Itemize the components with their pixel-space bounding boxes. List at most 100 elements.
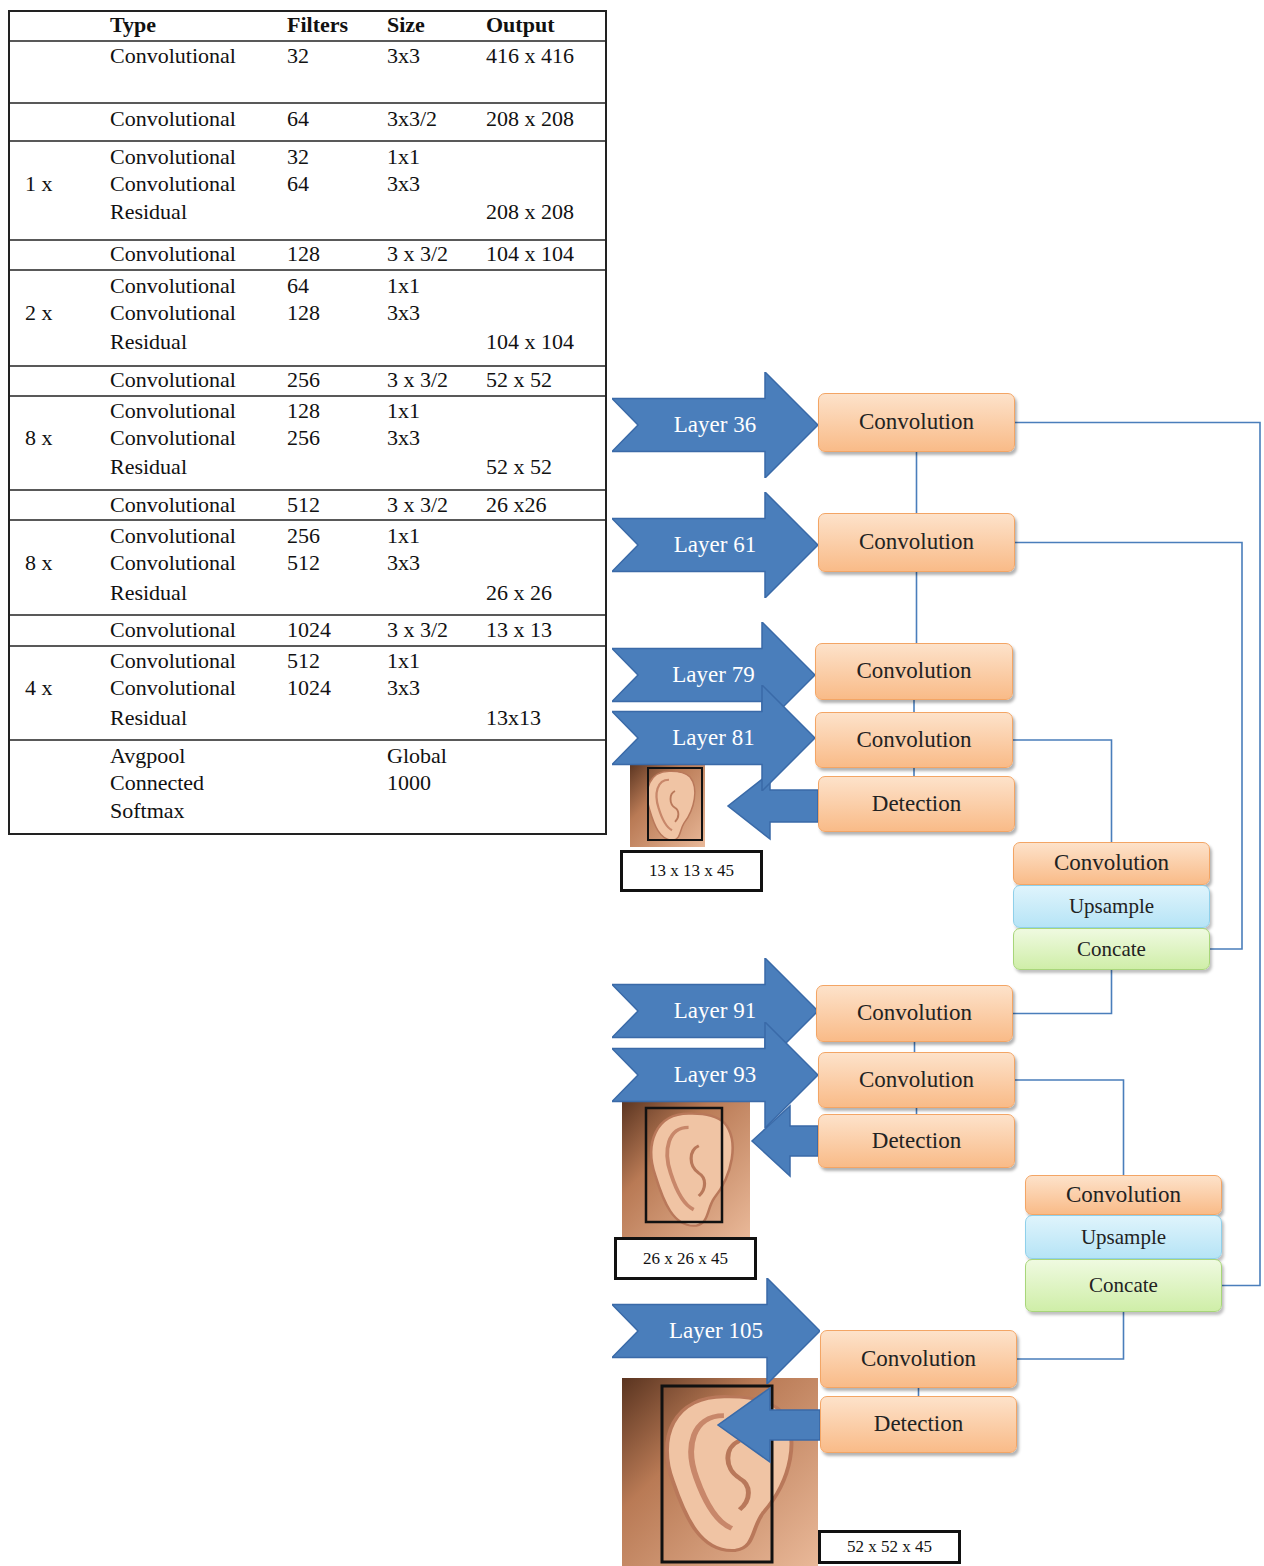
table-rule: [9, 489, 606, 491]
table-cell: 1024: [287, 675, 331, 701]
table-cell: 1024: [287, 617, 331, 643]
table-cell: Convolutional: [110, 523, 236, 549]
repeat-count: 1 x: [25, 171, 53, 197]
process-box: Convolution: [815, 712, 1013, 768]
layer-label: Layer 79: [672, 662, 754, 688]
box-label: Detection: [872, 1128, 961, 1154]
table-cell: Convolutional: [110, 425, 236, 451]
ear-photo: [622, 1378, 818, 1566]
table-cell: 128: [287, 398, 320, 424]
table-cell: 3x3: [387, 300, 420, 326]
box-label: Convolution: [1066, 1182, 1181, 1208]
table-cell: Global: [387, 743, 447, 769]
layer-arrow: Layer 93: [612, 1022, 818, 1128]
process-box: Detection: [820, 1396, 1017, 1453]
table-cell: 104 x 104: [486, 329, 574, 355]
table-cell: 26 x26: [486, 492, 547, 518]
table-cell: Residual: [110, 705, 187, 731]
connector-line: [913, 700, 915, 712]
table-cell: 104 x 104: [486, 241, 574, 267]
table-cell: 3x3: [387, 43, 420, 69]
table-header: Filters: [287, 12, 348, 38]
process-box: Convolution: [818, 393, 1015, 452]
table-cell: 128: [287, 300, 320, 326]
table-cell: 13x13: [486, 705, 541, 731]
table-cell: 3 x 3/2: [387, 617, 448, 643]
box-label: Concate: [1077, 937, 1146, 961]
table-rule: [9, 739, 606, 741]
table-rule: [9, 614, 606, 616]
table-cell: Convolutional: [110, 367, 236, 393]
table-cell: 512: [287, 648, 320, 674]
table-rule: [9, 140, 606, 142]
table-cell: Convolutional: [110, 144, 236, 170]
box-label: Convolution: [1054, 850, 1169, 876]
table-header: Output: [486, 12, 554, 38]
repeat-count: 4 x: [25, 675, 53, 701]
table-rules: [9, 41, 606, 740]
box-label: Convolution: [857, 1000, 972, 1026]
table-cell: Residual: [110, 329, 187, 355]
layer-label: Layer 105: [669, 1318, 763, 1344]
connector-line: [1015, 1080, 1124, 1175]
table-cell: 1x1: [387, 144, 420, 170]
table-cell: 512: [287, 492, 320, 518]
table-border: [9, 11, 606, 834]
connector-line: [914, 1042, 916, 1052]
arrow-outline: [612, 372, 818, 478]
output-size-box: 52 x 52 x 45: [818, 1530, 961, 1564]
table-cell: 52 x 52: [486, 454, 552, 480]
output-size-box: 13 x 13 x 45: [620, 850, 763, 892]
process-box: Convolution: [816, 985, 1013, 1042]
table-cell: Convolutional: [110, 241, 236, 267]
table-rule: [9, 365, 606, 367]
table-cell: Convolutional: [110, 106, 236, 132]
table-cell: 208 x 208: [486, 106, 574, 132]
table-cell: 64: [287, 106, 309, 132]
arrow-outline: [612, 1022, 818, 1128]
table-cell: Convolutional: [110, 398, 236, 424]
box-label: Convolution: [859, 409, 974, 435]
box-label: Upsample: [1081, 1225, 1166, 1249]
table-cell: 3 x 3/2: [387, 492, 448, 518]
table-cell: 1x1: [387, 648, 420, 674]
table-header: Type: [110, 12, 156, 38]
layer-label: Layer 91: [674, 998, 756, 1024]
layer-label: Layer 36: [674, 412, 756, 438]
bounding-box: [648, 768, 702, 840]
process-box: Detection: [818, 776, 1015, 832]
repeat-count: 8 x: [25, 550, 53, 576]
output-size: 52 x 52 x 45: [847, 1537, 932, 1557]
table-cell: Convolutional: [110, 171, 236, 197]
detection-arrow: [752, 1106, 818, 1176]
ear-photo: [630, 763, 705, 847]
table-cell: 3x3: [387, 425, 420, 451]
table-cell: Residual: [110, 580, 187, 606]
table-cell: 128: [287, 241, 320, 267]
output-size: 13 x 13 x 45: [649, 861, 734, 881]
connector-line: [1013, 740, 1112, 842]
process-box: Convolution: [818, 1052, 1015, 1108]
connector-line: [918, 1388, 920, 1396]
bounding-box: [646, 1108, 722, 1222]
table-rule: [9, 102, 606, 104]
table-cell: Convolutional: [110, 617, 236, 643]
connector-line: [1017, 1312, 1124, 1359]
table-cell: 1000: [387, 770, 431, 796]
table-rule: [9, 395, 606, 397]
table-cell: Convolutional: [110, 300, 236, 326]
box-label: Detection: [874, 1411, 963, 1437]
repeat-count: 8 x: [25, 425, 53, 451]
layer-arrow: Layer 81: [612, 685, 815, 791]
table-cell: Convolutional: [110, 492, 236, 518]
process-box: Convolution: [815, 643, 1013, 700]
table-cell: 3 x 3/2: [387, 367, 448, 393]
connector-line: [916, 572, 918, 643]
table-cell: 32: [287, 144, 309, 170]
table-cell: 256: [287, 367, 320, 393]
arrow-outline: [612, 492, 818, 598]
table-rule: [9, 239, 606, 241]
layer-arrow: Layer 36: [612, 372, 818, 478]
table-cell: 256: [287, 523, 320, 549]
table-cell: Softmax: [110, 798, 185, 824]
